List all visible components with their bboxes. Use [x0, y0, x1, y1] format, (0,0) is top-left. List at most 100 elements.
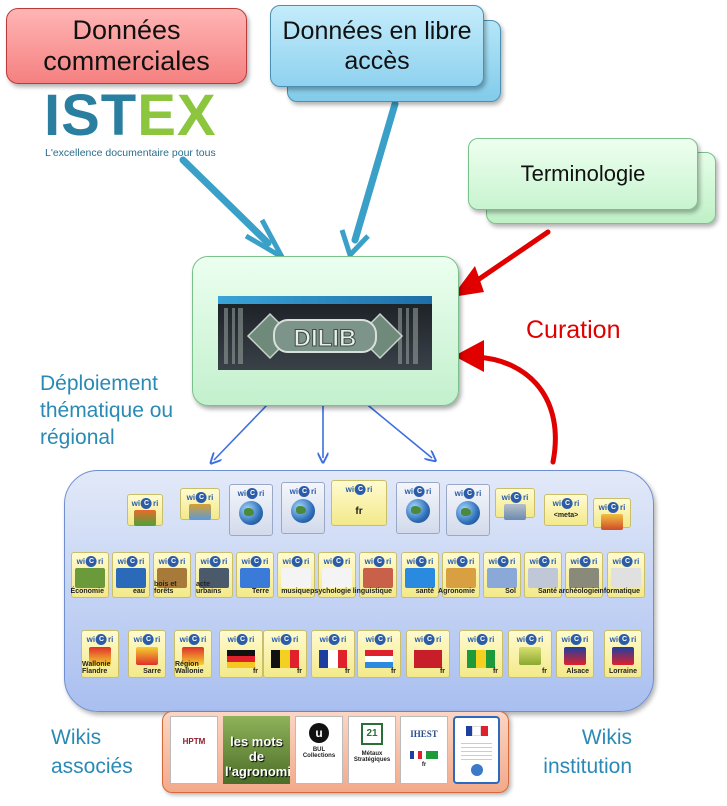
institution-wiki-card[interactable]	[453, 716, 500, 784]
metaux-logo-icon: 21	[361, 723, 383, 745]
wiki-caption: linguistique	[352, 588, 392, 595]
wiki-thumbnail	[519, 647, 541, 665]
wiki-caption: Région Wallonie	[175, 661, 204, 675]
wiki-caption: fr	[344, 668, 350, 675]
wiki-caption: musique	[281, 588, 310, 595]
wiki-caption: fr	[541, 668, 547, 675]
wiki-thumbnail	[363, 568, 393, 588]
istex-name-part2: EX	[137, 83, 217, 148]
commercial-data-label: Données commerciales	[43, 15, 210, 76]
istex-to-dilib-arrow	[179, 156, 285, 260]
marianne-logo	[465, 726, 488, 736]
wiki-caption: bois et forêts	[154, 581, 177, 595]
wiki-caption: fr	[252, 668, 258, 675]
bul-logo-icon: u	[309, 723, 329, 743]
wiki-caption: Alsace	[566, 668, 589, 675]
ihest-wiki-card[interactable]: IHEST fr	[400, 716, 448, 784]
metaux-strategiques-wiki-card[interactable]: 21 Métaux Stratégiques	[348, 716, 396, 784]
open-access-to-dilib-arrow	[339, 100, 399, 258]
terminology-to-dilib-arrow	[452, 229, 551, 297]
wiki-thumbnail	[240, 568, 270, 588]
flag-icon	[365, 650, 393, 668]
agronomie-title: les mots de l'agronomie	[225, 734, 290, 779]
wiki-thumbnail	[182, 647, 204, 665]
bul-collections-wiki-card[interactable]: u BUL Collections	[295, 716, 343, 784]
wiki-thumbnail	[89, 647, 111, 665]
wiki-caption: eau	[132, 588, 145, 595]
wiki-thumbnail	[611, 568, 641, 588]
wiki-caption: fr	[355, 506, 363, 517]
wiki-thumbnail	[564, 647, 586, 665]
flag-icon	[319, 650, 347, 668]
institution-wikis-label: Wikis institution	[527, 723, 632, 781]
wiki-thumbnail	[157, 568, 187, 588]
globe-icon	[456, 501, 480, 525]
wiki-thumbnail	[116, 568, 146, 588]
wiki-thumbnail	[134, 510, 156, 526]
wiki-caption: fr	[296, 668, 302, 675]
flag-icon	[271, 650, 299, 668]
bul-title: BUL	[312, 747, 326, 753]
wiki-thumbnail	[189, 504, 211, 520]
dilib-logo: DILIB	[218, 296, 432, 370]
hptm-wiki-card[interactable]: HPTM	[170, 716, 218, 784]
deployment-label: Déploiement thématique ou régional	[40, 370, 205, 451]
terminology-box: Terminologie	[468, 138, 698, 210]
bul-subtitle: Collections	[302, 753, 336, 759]
agronomie-wiki-card[interactable]: les mots de l'agronomie	[223, 716, 290, 784]
